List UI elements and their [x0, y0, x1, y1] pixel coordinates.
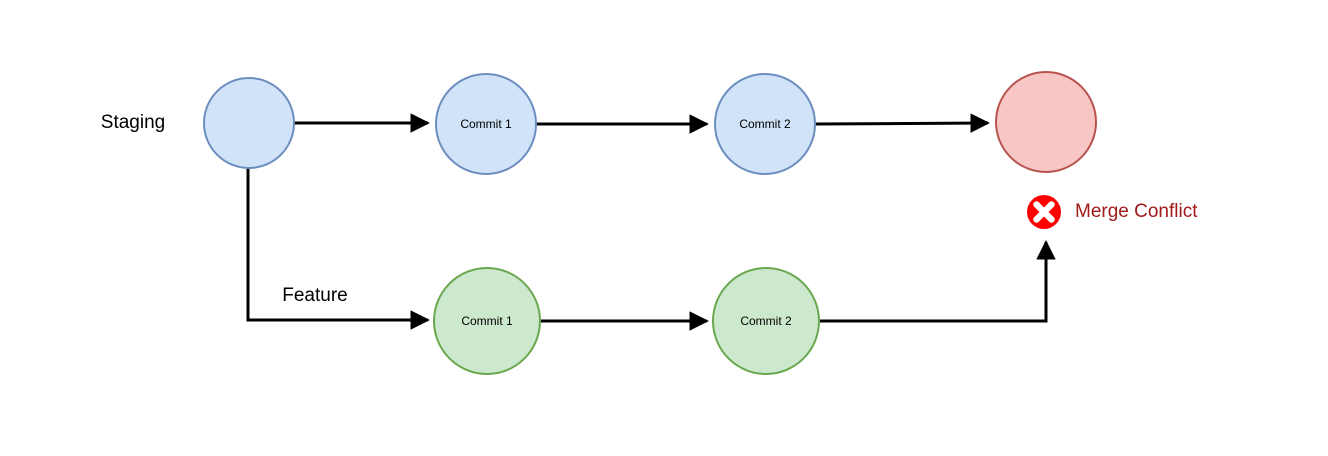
merge-conflict-label: Merge Conflict: [1075, 201, 1198, 222]
node-staging-root[interactable]: [203, 77, 295, 169]
error-x-icon-mark: [1033, 201, 1055, 223]
branch-label-staging: Staging: [101, 112, 165, 133]
edges-group: [246, 113, 1056, 331]
feature-commit-2-circle[interactable]: [712, 267, 820, 375]
node-staging-commit-2[interactable]: Commit 2: [714, 73, 816, 175]
error-x-icon: [1027, 195, 1061, 229]
feature-commit-1-circle[interactable]: [433, 267, 541, 375]
node-feature-commit-2[interactable]: Commit 2: [712, 267, 820, 375]
staging-commit-2-label: Commit 2: [739, 117, 791, 131]
edge-staging-commit-2-to-merge: [815, 113, 990, 133]
branch-label-feature: Feature: [282, 285, 347, 306]
staging-root-circle[interactable]: [203, 77, 295, 169]
node-staging-merge[interactable]: [995, 71, 1097, 173]
merge-conflict-badge[interactable]: Merge Conflict: [1027, 195, 1198, 229]
staging-commit-2-circle[interactable]: [714, 73, 816, 175]
edge-feature-commit-2-to-conflict: [820, 240, 1056, 323]
branch-labels-group: Staging Feature: [101, 112, 348, 306]
node-staging-commit-1[interactable]: Commit 1: [435, 73, 537, 175]
nodes-group: Commit 1 Commit 2 Commit 1 Commit 2: [203, 71, 1097, 375]
staging-commit-1-label: Commit 1: [460, 117, 512, 131]
staging-merge-circle[interactable]: [995, 71, 1097, 173]
node-feature-commit-1[interactable]: Commit 1: [433, 267, 541, 375]
feature-commit-1-label: Commit 1: [461, 314, 513, 328]
feature-commit-2-label: Commit 2: [740, 314, 792, 328]
staging-commit-1-circle[interactable]: [435, 73, 537, 175]
edge-root-to-feature-commit-1: [246, 168, 430, 330]
